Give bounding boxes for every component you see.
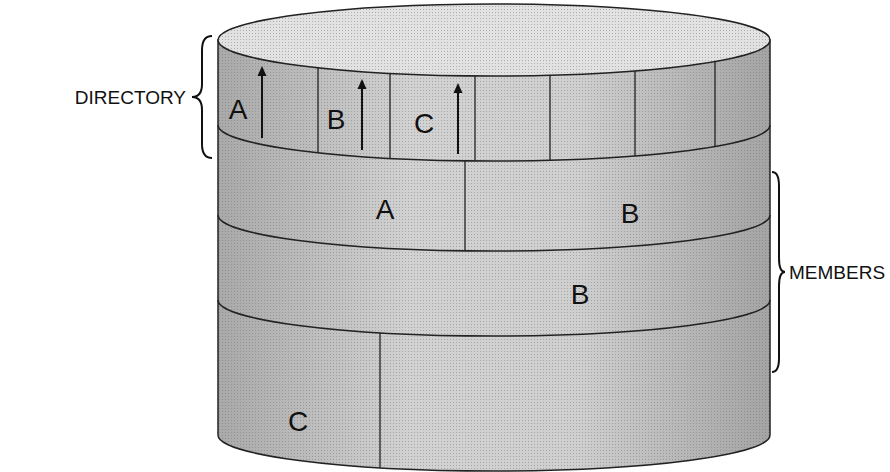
segment-letter: B [327,106,346,134]
arrow-head [258,66,267,76]
cylinder-outline [218,40,770,471]
pointer-arrow [457,91,459,154]
band-line [218,125,770,161]
segment-letter: A [376,196,395,224]
brace [192,36,212,158]
divider [714,62,715,147]
arrow-head [454,83,463,93]
arrow-head [358,79,367,89]
divider [634,71,635,156]
cylinder-body [218,40,770,471]
divider [317,68,318,153]
segment-letter: B [621,200,640,228]
segment-letter: A [229,96,248,124]
divider [379,333,380,468]
divider [474,76,475,161]
pointer-arrow [361,87,363,150]
directory-dividers [318,62,715,161]
band-lines [218,125,770,336]
pointer-arrow [261,74,263,138]
bracket-label: DIRECTORY [75,88,186,107]
divider [389,73,390,158]
pointer-arrows [258,66,463,154]
divider [549,75,550,160]
band-line [218,215,770,251]
cylinder-top-outline [218,4,770,76]
bracket-label: MEMBERS [789,263,885,282]
brace [772,172,785,372]
segment-letter: B [571,281,590,309]
segment-letter: C [288,408,308,436]
band-line [218,300,770,336]
cylinder-top [218,4,770,76]
divider [464,161,465,251]
segment-letter: C [414,110,434,138]
